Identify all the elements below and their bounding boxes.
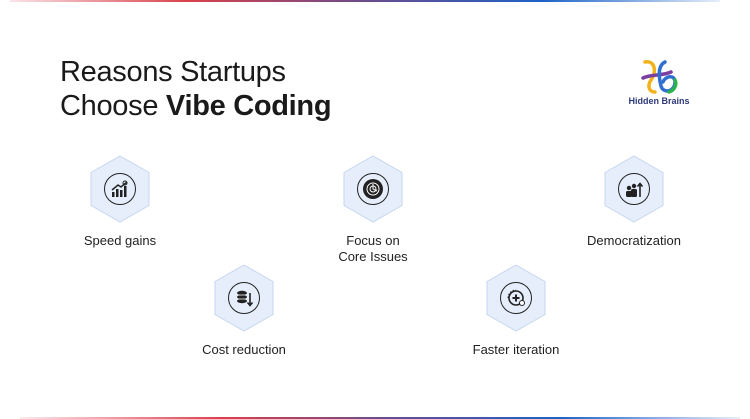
title-bold: Vibe Coding <box>165 90 332 122</box>
people-group-icon <box>618 173 650 205</box>
hexagon-badge <box>604 155 664 223</box>
label-line2: Core Issues <box>338 249 408 264</box>
label-line1: Focus on <box>346 233 400 248</box>
hexagon-badge <box>214 264 274 332</box>
title-line1: Reasons Startups <box>60 56 286 88</box>
reason-cost-reduction: Cost reduction <box>164 264 324 358</box>
reason-focus-core-issues: Focus on Core Issues <box>293 155 453 265</box>
logo: Hidden Brains <box>624 58 694 106</box>
top-gradient-line <box>10 0 720 2</box>
hexagon-badge <box>343 155 403 223</box>
title-prefix: Choose <box>60 90 166 122</box>
page-title: Reasons Startups Choose Vibe Coding <box>60 55 332 123</box>
reason-label: Democratization <box>587 233 681 248</box>
title-line2: Choose Vibe Coding <box>60 89 332 123</box>
hexagon-badge <box>486 264 546 332</box>
logo-text: Hidden Brains <box>628 96 690 106</box>
growth-chart-icon <box>104 173 136 205</box>
reason-label: Speed gains <box>83 233 157 248</box>
reason-faster-iteration: Faster iteration <box>436 264 596 358</box>
hexagon-badge <box>90 155 150 223</box>
target-focus-icon <box>357 173 389 205</box>
reason-label: Faster iteration <box>472 342 560 357</box>
hidden-brains-logo-icon <box>641 60 678 94</box>
coins-down-icon <box>228 282 260 314</box>
reason-label: Cost reduction <box>202 342 286 357</box>
reason-democratization: Democratization <box>554 155 714 249</box>
reason-label: Focus on Core Issues <box>293 233 453 265</box>
bottom-gradient-line <box>20 417 740 419</box>
reason-speed-gains: Speed gains <box>40 155 200 249</box>
iteration-cycle-icon <box>500 282 532 314</box>
